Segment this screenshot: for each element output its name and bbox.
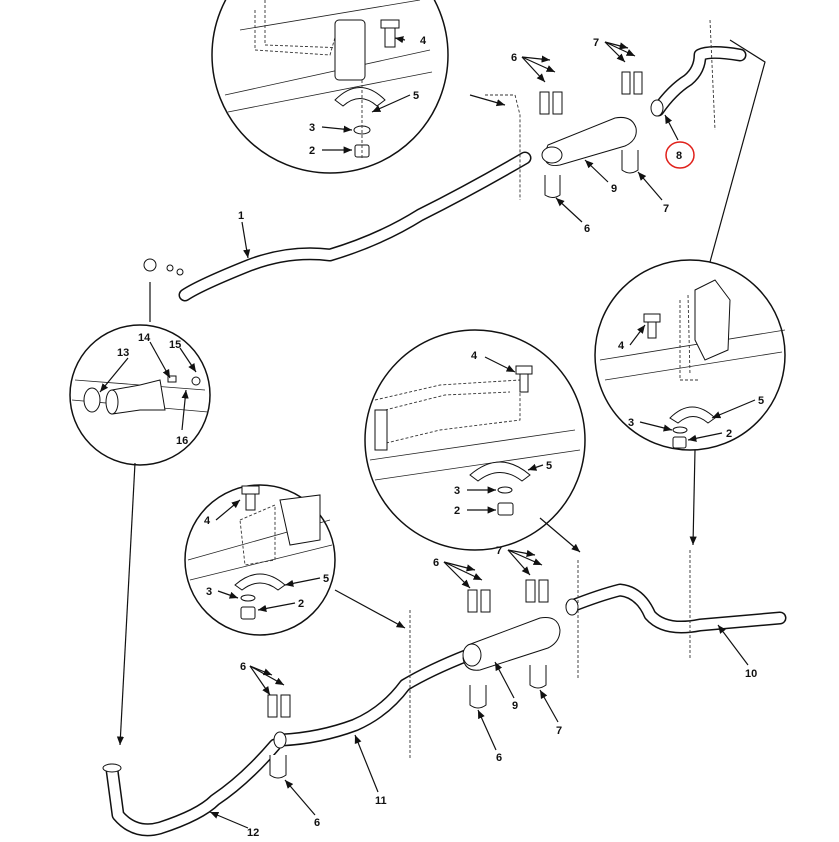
detail-circle-right bbox=[594, 259, 786, 451]
leader-lines bbox=[99, 36, 756, 829]
pipe-1 bbox=[143, 151, 532, 302]
detail-circle-middle bbox=[364, 329, 586, 551]
callout-middle-circle-3: 3 bbox=[454, 485, 460, 497]
pipe-11 bbox=[273, 648, 475, 749]
detail-circle-top bbox=[211, 0, 449, 174]
callout-lower-left-circle-2: 2 bbox=[298, 598, 304, 610]
callout-right-circle-4: 4 bbox=[618, 340, 625, 352]
muffler-bottom bbox=[462, 617, 561, 671]
muffler-top bbox=[541, 117, 637, 166]
callout-bottom-9: 9 bbox=[512, 700, 518, 712]
callout-middle-circle-2: 2 bbox=[454, 505, 460, 517]
callout-bottom-7b: 7 bbox=[556, 725, 562, 737]
callout-top-7a: 7 bbox=[593, 37, 599, 49]
connector-lower-left bbox=[334, 589, 406, 629]
callout-top-6a: 6 bbox=[511, 52, 517, 64]
callout-bottom-6d: 6 bbox=[314, 817, 320, 829]
callout-left-14: 14 bbox=[138, 332, 151, 344]
callout-top-1: 1 bbox=[238, 210, 244, 222]
connector-left-bottom bbox=[116, 462, 136, 746]
callout-right-circle-3: 3 bbox=[628, 417, 634, 429]
callout-bottom-11: 11 bbox=[375, 795, 387, 807]
connector-top bbox=[469, 94, 506, 107]
callout-top-8: 8 bbox=[676, 150, 682, 162]
callout-lower-left-circle-5: 5 bbox=[323, 573, 329, 585]
detail-circle-left bbox=[69, 324, 211, 466]
callout-top-6b: 6 bbox=[584, 223, 590, 235]
callout-middle-circle-4: 4 bbox=[471, 350, 478, 362]
callout-top-circle-5: 5 bbox=[413, 90, 419, 102]
callout-top-7b: 7 bbox=[663, 203, 669, 215]
callout-right-circle-2: 2 bbox=[726, 428, 732, 440]
callout-8-highlighted: 8 bbox=[665, 141, 695, 169]
callout-top-9: 9 bbox=[611, 183, 617, 195]
highlight-circle bbox=[665, 141, 695, 169]
clamps-top bbox=[485, 19, 716, 200]
callout-lower-left-circle-3: 3 bbox=[206, 586, 212, 598]
callout-lower-left-circle-4: 4 bbox=[204, 515, 211, 527]
callout-top-circle-3: 3 bbox=[309, 122, 315, 134]
callout-top-circle-4: 4 bbox=[420, 35, 427, 47]
callout-middle-circle-5: 5 bbox=[546, 460, 552, 472]
connector-middle bbox=[539, 517, 581, 553]
callout-top-circle-2: 2 bbox=[309, 145, 315, 157]
callout-bottom-7a: 7 bbox=[496, 545, 502, 557]
pipe-12 bbox=[102, 738, 282, 837]
callout-bottom-6b: 6 bbox=[496, 752, 502, 764]
tailpipe-8 bbox=[650, 46, 747, 117]
clamps-bottom bbox=[267, 550, 691, 779]
callout-left-13: 13 bbox=[117, 347, 129, 359]
callout-bottom-12: 12 bbox=[247, 827, 259, 839]
callout-bottom-6a: 6 bbox=[433, 557, 439, 569]
callout-bottom-6c: 6 bbox=[240, 661, 246, 673]
callout-bottom-10: 10 bbox=[745, 668, 757, 680]
detail-circle-lower-left bbox=[184, 484, 336, 636]
pipe-10 bbox=[565, 583, 787, 634]
connector-right-bottom bbox=[689, 449, 697, 546]
callout-left-15: 15 bbox=[169, 339, 181, 351]
callout-left-16: 16 bbox=[176, 435, 188, 447]
connector-right-top bbox=[709, 39, 766, 263]
callout-right-circle-5: 5 bbox=[758, 395, 764, 407]
